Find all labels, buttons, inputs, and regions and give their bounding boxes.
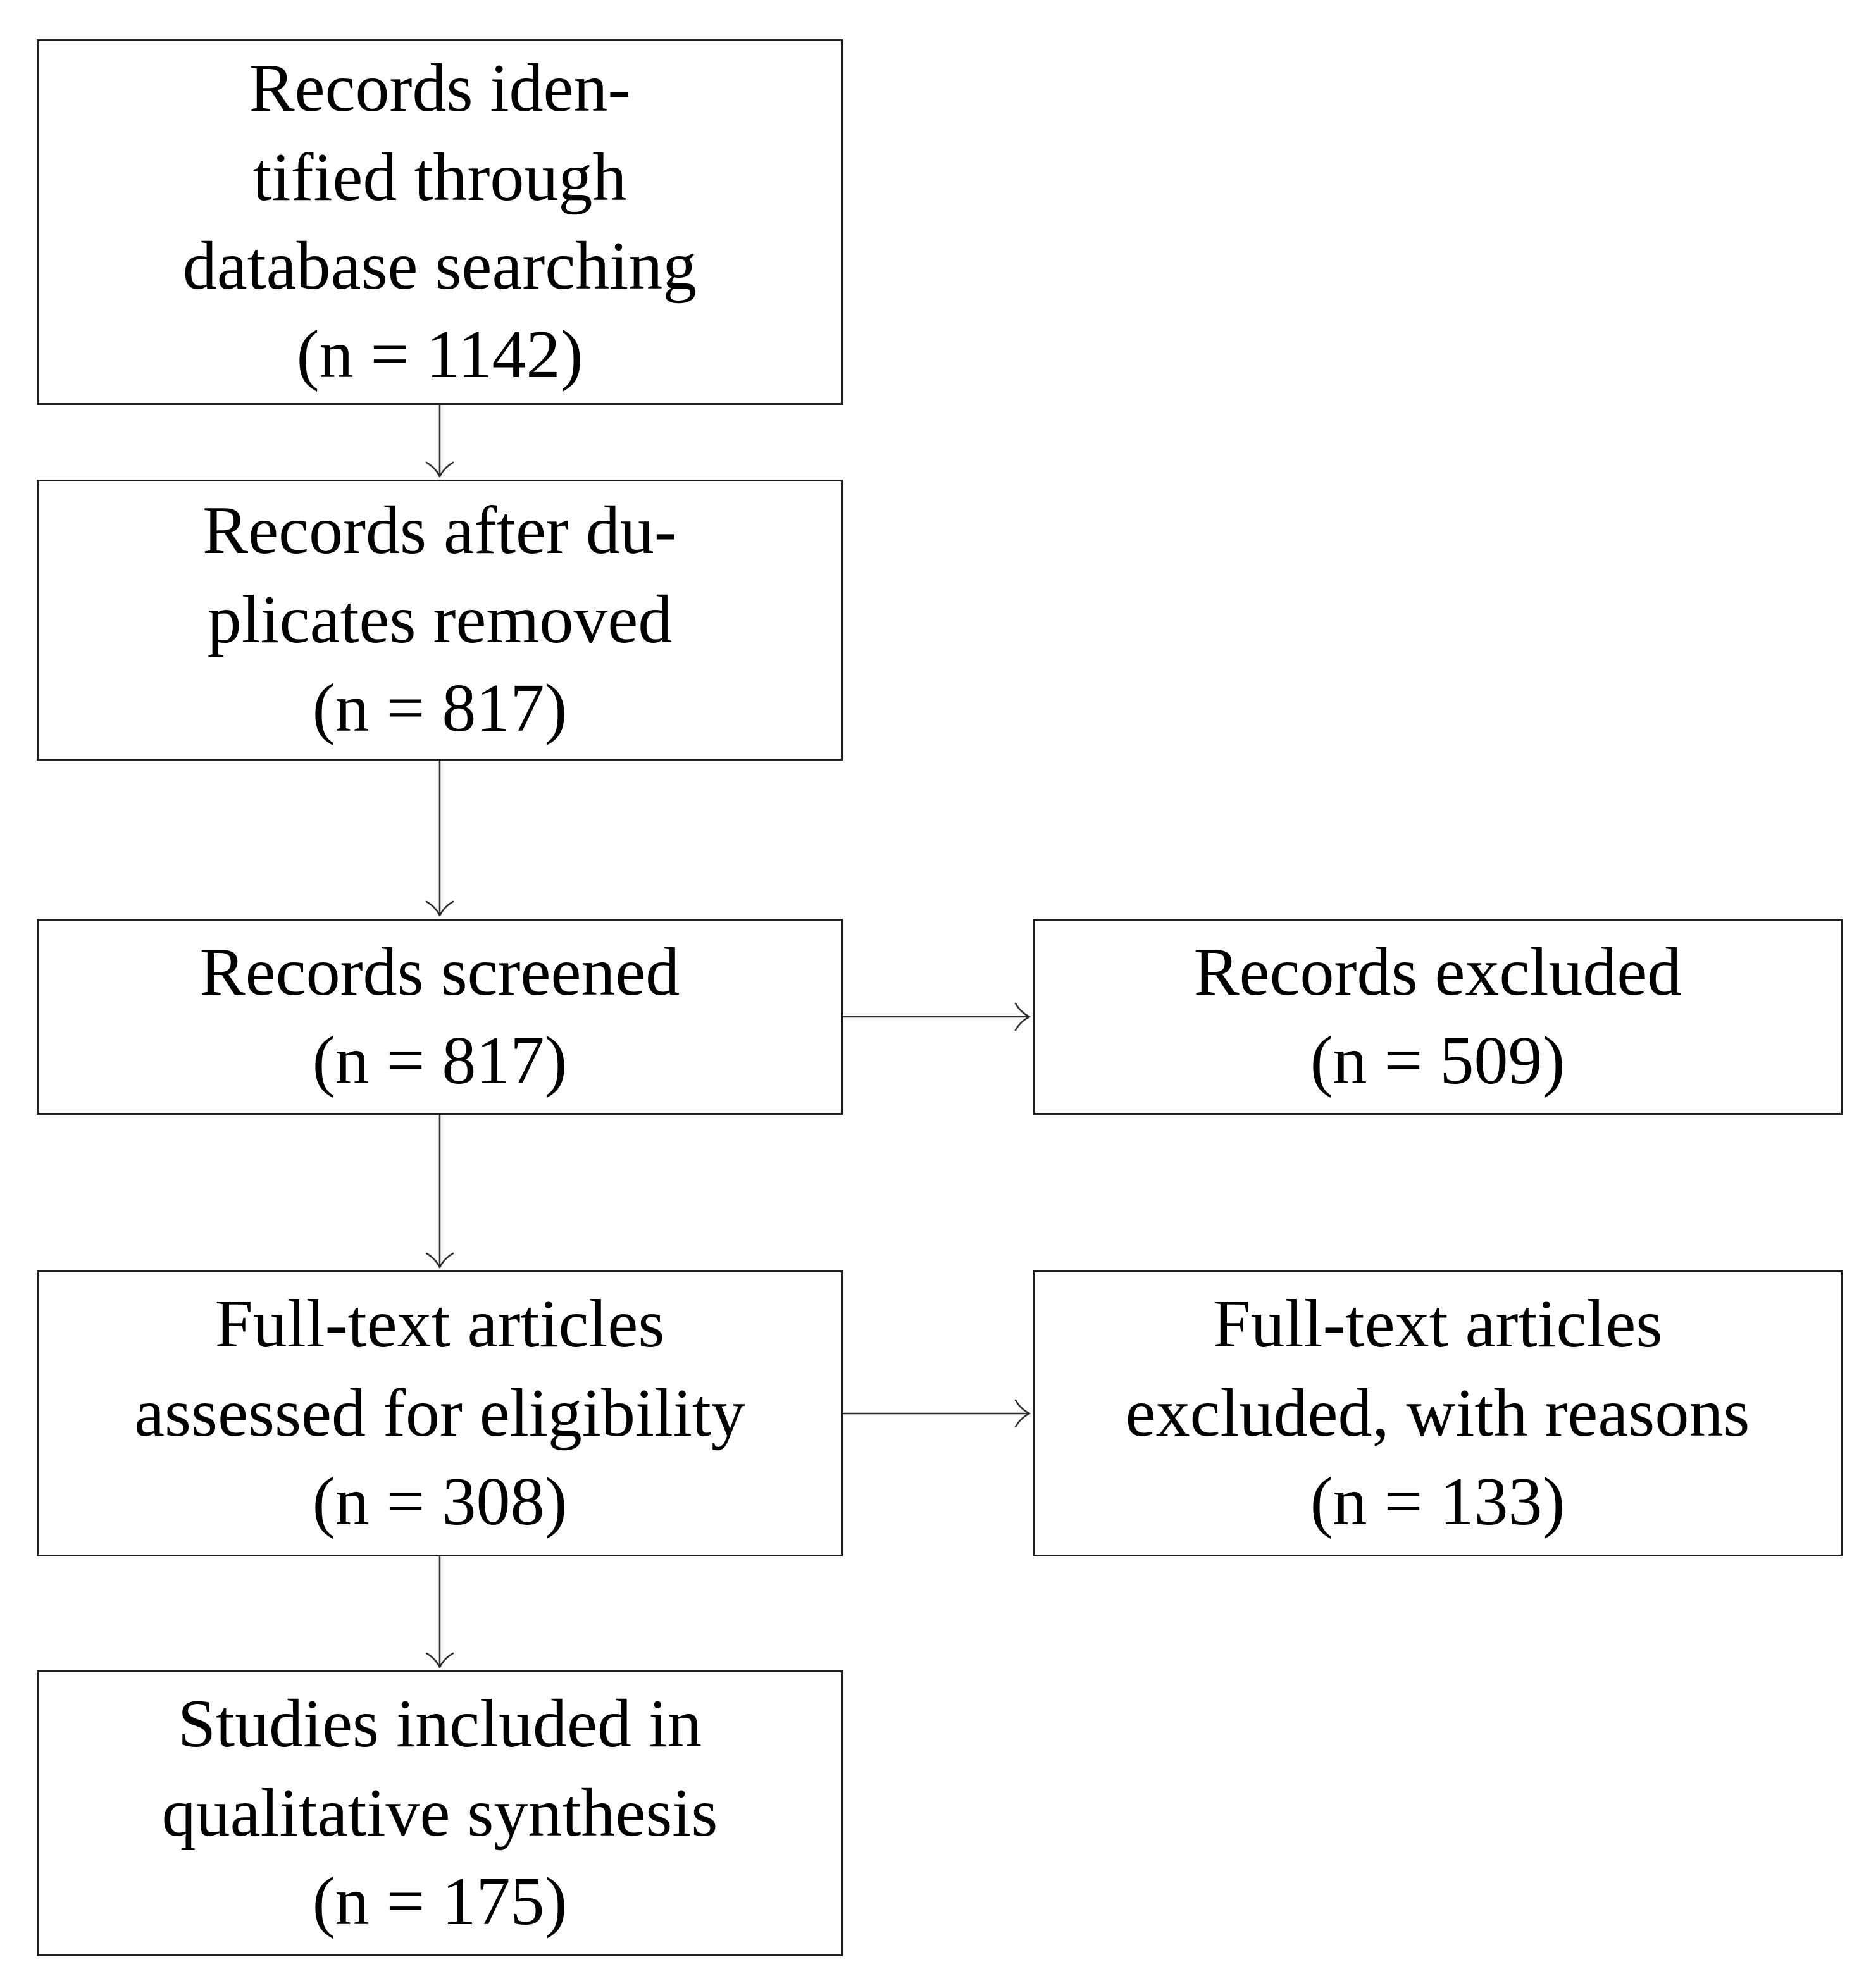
box-records-after-duplicates-text: Records after du- plicates removed (n = …: [202, 493, 677, 747]
arrow-identified-to-duplicates-icon: [425, 404, 454, 478]
box-records-screened-text: Records screened (n = 817): [199, 934, 680, 1098]
box-records-excluded-text: Records excluded (n = 509): [1193, 934, 1682, 1098]
box-fulltext-excluded-text: Full-text articles excluded, with reason…: [1125, 1286, 1750, 1540]
box-fulltext-excluded: Full-text articles excluded, with reason…: [1033, 1270, 1843, 1556]
arrow-duplicates-to-screened-icon: [425, 759, 454, 917]
box-records-screened: Records screened (n = 817): [37, 919, 843, 1115]
box-studies-included-text: Studies included in qualitative synthesi…: [161, 1686, 718, 1940]
box-fulltext-assessed-text: Full-text articles assessed for eligibil…: [134, 1286, 745, 1540]
box-records-identified: Records iden- tified through database se…: [37, 39, 843, 405]
box-records-after-duplicates: Records after du- plicates removed (n = …: [37, 480, 843, 761]
arrow-screened-to-excluded-icon: [842, 1002, 1031, 1031]
box-records-excluded: Records excluded (n = 509): [1033, 919, 1843, 1115]
arrow-fulltext-to-included-icon: [425, 1555, 454, 1668]
box-studies-included: Studies included in qualitative synthesi…: [37, 1670, 843, 1956]
box-fulltext-assessed: Full-text articles assessed for eligibil…: [37, 1270, 843, 1556]
box-records-identified-text: Records iden- tified through database se…: [182, 51, 697, 393]
arrow-fulltext-to-fulltext-excluded-icon: [842, 1399, 1031, 1428]
arrow-screened-to-fulltext-icon: [425, 1114, 454, 1269]
